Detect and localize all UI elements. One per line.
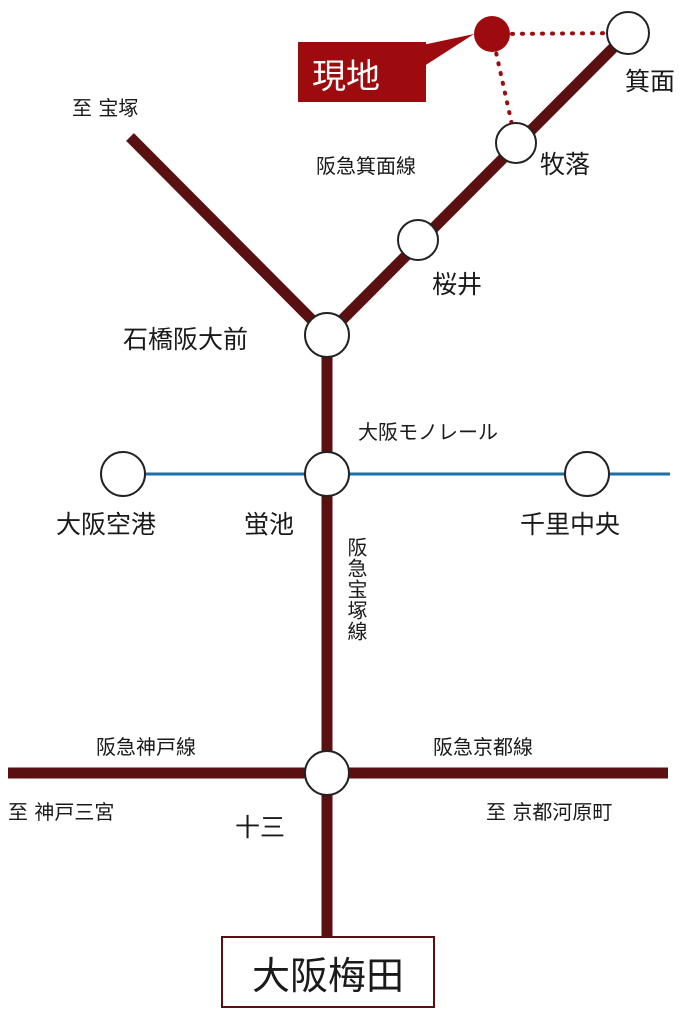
- station-osaka-airport[interactable]: [100, 451, 146, 497]
- line-label-monorail: 大阪モノレール: [358, 420, 498, 444]
- station-makiochi[interactable]: [495, 122, 537, 164]
- direction-kobe-sannomiya: 至 神戸三宮: [8, 800, 115, 824]
- current-location-label: 現地: [312, 57, 380, 97]
- dotted-link-makiochi: [490, 32, 518, 145]
- line-label-takarazuka: 阪急宝塚線: [344, 537, 368, 642]
- line-label-kyoto: 阪急京都線: [433, 735, 533, 759]
- direction-kyoto-kawaramachi: 至 京都河原町: [486, 800, 613, 824]
- current-location-pointer: [418, 34, 474, 70]
- station-label-osaka-airport: 大阪空港: [56, 510, 157, 539]
- minoo-line: [323, 29, 632, 339]
- current-location-badge: [298, 42, 426, 102]
- takarazuka-branch: [126, 133, 331, 339]
- station-hotarugaike[interactable]: [304, 451, 350, 497]
- terminal-umeda-label: 大阪梅田: [251, 953, 404, 998]
- direction-takarazuka: 至 宝塚: [72, 96, 139, 120]
- station-label-ishibashi: 石橋阪大前: [123, 325, 249, 354]
- station-label-juso: 十三: [235, 813, 286, 842]
- station-minoo[interactable]: [606, 11, 650, 55]
- terminal-umeda[interactable]: 大阪梅田: [221, 936, 435, 1008]
- station-senri-chuo[interactable]: [564, 451, 610, 497]
- station-label-sakurai: 桜井: [432, 270, 483, 299]
- station-label-makiochi: 牧落: [540, 150, 591, 179]
- station-juso[interactable]: [304, 750, 350, 796]
- station-label-senri-chuo: 千里中央: [520, 510, 621, 539]
- dotted-link-minoo: [490, 31, 630, 36]
- line-label-kobe: 阪急神戸線: [96, 735, 196, 759]
- station-sakurai[interactable]: [397, 219, 439, 261]
- current-location-marker[interactable]: [474, 16, 510, 52]
- station-label-minoo: 箕面: [625, 67, 676, 96]
- station-ishibashi[interactable]: [304, 312, 350, 358]
- line-label-minoo: 阪急箕面線: [316, 154, 416, 178]
- station-label-hotarugaike: 蛍池: [244, 510, 295, 539]
